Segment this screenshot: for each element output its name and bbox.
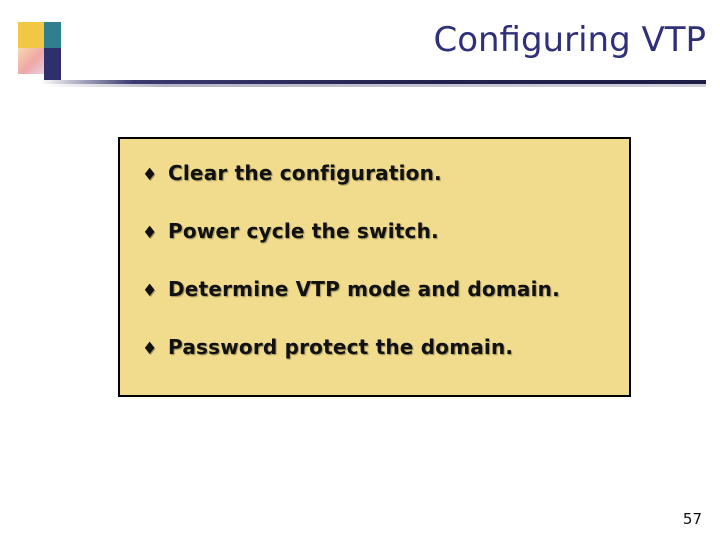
content-panel: ♦ Clear the configuration. ♦ Power cycle… xyxy=(118,137,631,397)
slide-title: Configuring VTP xyxy=(433,20,706,60)
list-item: ♦ Determine VTP mode and domain. xyxy=(142,277,619,335)
list-item-label: Password protect the domain. xyxy=(168,335,514,359)
list-item-label: Determine VTP mode and domain. xyxy=(168,277,560,301)
title-divider xyxy=(40,80,706,84)
list-item-label: Power cycle the switch. xyxy=(168,219,439,243)
list-item: ♦ Power cycle the switch. xyxy=(142,219,619,277)
diamond-bullet-icon: ♦ xyxy=(142,223,158,243)
title-divider-shadow xyxy=(44,84,706,87)
list-item-label: Clear the configuration. xyxy=(168,161,442,185)
bullet-list: ♦ Clear the configuration. ♦ Power cycle… xyxy=(142,161,619,393)
diamond-bullet-icon: ♦ xyxy=(142,281,158,301)
page-number: 57 xyxy=(682,510,702,528)
list-item: ♦ Password protect the domain. xyxy=(142,335,619,393)
diamond-bullet-icon: ♦ xyxy=(142,165,158,185)
logo-square-gradient-icon xyxy=(18,48,44,74)
slide-logo-decoration xyxy=(18,22,74,84)
logo-square-navy-icon xyxy=(44,48,61,84)
logo-square-teal-icon xyxy=(44,22,61,48)
diamond-bullet-icon: ♦ xyxy=(142,339,158,359)
list-item: ♦ Clear the configuration. xyxy=(142,161,619,219)
logo-square-yellow-icon xyxy=(18,22,44,48)
